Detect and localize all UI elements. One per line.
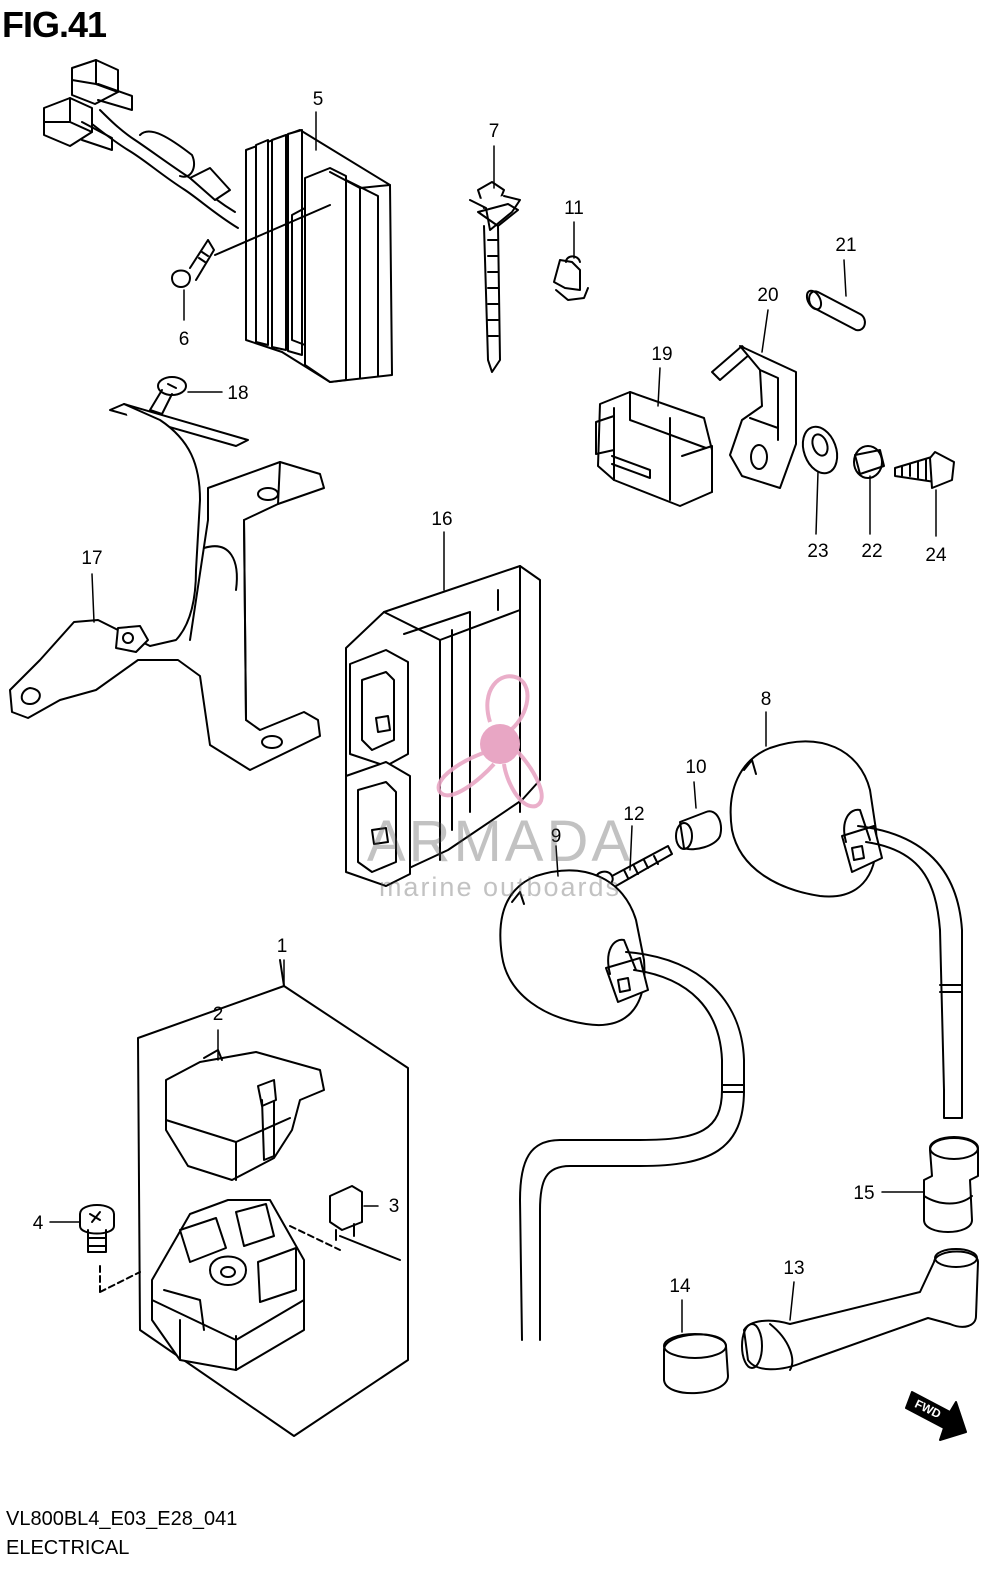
- callout-15: 15: [853, 1183, 874, 1204]
- callout-3: 3: [389, 1196, 400, 1217]
- propeller-logo-icon: [436, 674, 544, 809]
- callout-7: 7: [489, 121, 500, 142]
- plug-cap-part: [923, 1136, 979, 1233]
- callout-20: 20: [757, 285, 778, 306]
- callout-22: 22: [861, 541, 882, 562]
- watermark-tagline: marine outboards: [378, 872, 622, 902]
- callout-19: 19: [651, 344, 672, 365]
- ignition-coil-right-part: [729, 740, 963, 1119]
- relay-bolt-part: [79, 1204, 115, 1253]
- relay-part: [595, 391, 713, 507]
- callout-17: 17: [81, 548, 102, 569]
- forward-arrow-icon: FWD: [905, 1391, 967, 1441]
- callout-8: 8: [761, 689, 772, 710]
- collar-part: [805, 289, 866, 332]
- seal-ring-part: [663, 1333, 729, 1395]
- clip-part: [553, 255, 589, 301]
- callout-18: 18: [227, 383, 248, 404]
- watermark: ARMADA marine outboards: [340, 660, 660, 910]
- callout-2: 2: [213, 1004, 224, 1025]
- fastener-set-part: [801, 425, 955, 489]
- callout-11: 11: [564, 198, 584, 219]
- bracket-part: [711, 345, 797, 489]
- figure-title: FIG.41: [2, 4, 107, 45]
- callout-4: 4: [33, 1213, 44, 1234]
- leader-lines: [49, 111, 937, 1333]
- regulator-rectifier-part: [43, 59, 393, 383]
- callout-24: 24: [925, 545, 947, 566]
- cable-tie-part: [469, 181, 521, 373]
- callout-16: 16: [431, 509, 452, 530]
- figure-name: ELECTRICAL: [6, 1537, 130, 1559]
- callout-labels: 1 2 3 4 5 6 7 8 9 10 11 12 13 14 15 16 1…: [33, 89, 947, 1297]
- ignition-coil-left-part: [499, 869, 745, 1341]
- mounting-bracket-part: [9, 403, 325, 771]
- callout-21: 21: [835, 235, 856, 256]
- callout-13: 13: [783, 1258, 804, 1279]
- spacer-part: [675, 810, 722, 851]
- starter-relay-assembly-part: [99, 959, 409, 1437]
- callout-14: 14: [669, 1276, 691, 1297]
- callout-5: 5: [313, 89, 324, 110]
- callout-9: 9: [551, 826, 562, 847]
- callout-6: 6: [179, 329, 190, 350]
- callout-10: 10: [685, 757, 706, 778]
- watermark-brand: ARMADA: [366, 809, 634, 874]
- screw-part: [149, 376, 187, 415]
- callout-23: 23: [807, 541, 828, 562]
- callout-1: 1: [277, 936, 288, 957]
- figure-code: VL800BL4_E03_E28_041: [6, 1508, 238, 1530]
- callout-12: 12: [623, 804, 644, 825]
- spark-plug-boot-part: [741, 1248, 979, 1371]
